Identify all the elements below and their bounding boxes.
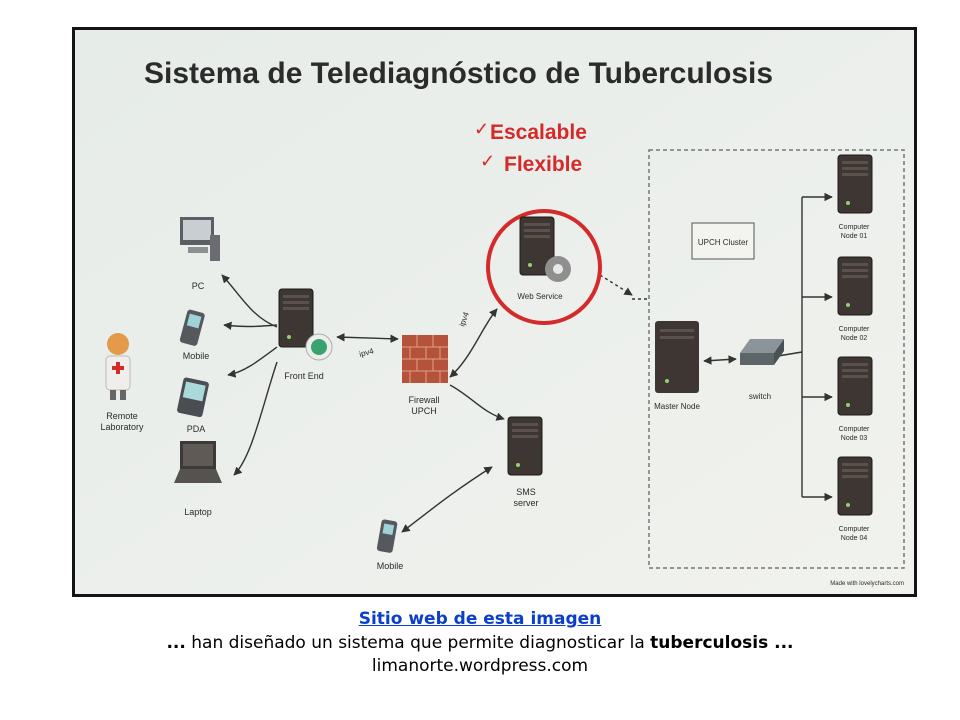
firewall-label: UPCH — [411, 406, 437, 416]
ellipsis: ... — [768, 633, 794, 653]
keyword: tuberculosis — [650, 633, 769, 653]
edge-label-ipv4: ipv4 — [358, 346, 375, 359]
source-link[interactable]: Sitio web de esta imagen — [358, 609, 602, 629]
ellipsis: ... — [166, 633, 186, 653]
pc-label: PC — [192, 281, 205, 291]
compute-node-label: Node 03 — [841, 435, 868, 442]
caption-description: ... han diseñado un sistema que permite … — [0, 633, 960, 653]
master-node-server-icon — [655, 321, 699, 393]
compute-node-label: Node 01 — [841, 233, 868, 240]
check-icon: ✓ — [480, 151, 495, 171]
diagram-photo: Sistema de Telediagnóstico de Tuberculos… — [72, 27, 917, 597]
mobile-icon — [179, 309, 205, 346]
caption: Sitio web de esta imagen ... han diseñad… — [0, 600, 960, 676]
mobile-sms-label: Mobile — [377, 561, 404, 571]
remote-lab-icon — [105, 333, 131, 400]
laptop-label: Laptop — [184, 507, 212, 517]
compute-node-icon — [837, 456, 873, 516]
compute-node-label: Computer — [839, 326, 870, 333]
check-icon: ✓ — [474, 119, 489, 139]
description-text: han diseñado un sistema que permite diag… — [185, 633, 651, 653]
master-node-label: Master Node — [654, 402, 700, 411]
cluster-boundary — [648, 149, 905, 569]
pda-icon — [177, 377, 209, 418]
compute-node-icon — [837, 356, 873, 416]
compute-node-label: Computer — [839, 426, 870, 433]
switch-icon — [740, 339, 784, 365]
remote-lab-label: Remote — [106, 411, 138, 421]
compute-node-icon — [837, 256, 873, 316]
web-service-server-icon — [519, 216, 571, 282]
remote-lab-label: Laboratory — [100, 422, 144, 432]
source-domain: limanorte.wordpress.com — [371, 656, 589, 676]
laptop-icon — [174, 441, 222, 483]
sms-server-label: SMS — [516, 487, 536, 497]
sms-server-label: server — [513, 498, 538, 508]
compute-node-label: Node 02 — [841, 335, 868, 342]
firewall-icon — [402, 335, 448, 383]
feature-list: ✓ Escalable ✓ Flexible — [474, 119, 587, 176]
compute-node-label: Computer — [839, 526, 870, 533]
slide-title: Sistema de Telediagnóstico de Tuberculos… — [144, 57, 773, 90]
mobile-icon — [376, 519, 398, 553]
compute-node-label: Computer — [839, 224, 870, 231]
web-service-highlight — [486, 209, 602, 325]
compute-node-icon — [837, 154, 873, 214]
pc-icon — [180, 217, 220, 261]
switch-label: switch — [749, 392, 771, 401]
feature-scalable: Escalable — [490, 121, 587, 144]
web-service-label: Web Service — [517, 292, 563, 301]
sms-server-icon — [507, 416, 543, 476]
watermark: Made with lovelycharts.com — [830, 581, 904, 587]
feature-flexible: Flexible — [504, 153, 582, 176]
mobile-label: Mobile — [183, 351, 210, 361]
firewall-label: Firewall — [408, 395, 439, 405]
pda-label: PDA — [187, 424, 206, 434]
front-end-label: Front End — [284, 371, 324, 381]
compute-node-label: Node 04 — [841, 535, 868, 542]
front-end-server-icon — [278, 288, 333, 361]
cluster-label: UPCH Cluster — [698, 238, 749, 247]
